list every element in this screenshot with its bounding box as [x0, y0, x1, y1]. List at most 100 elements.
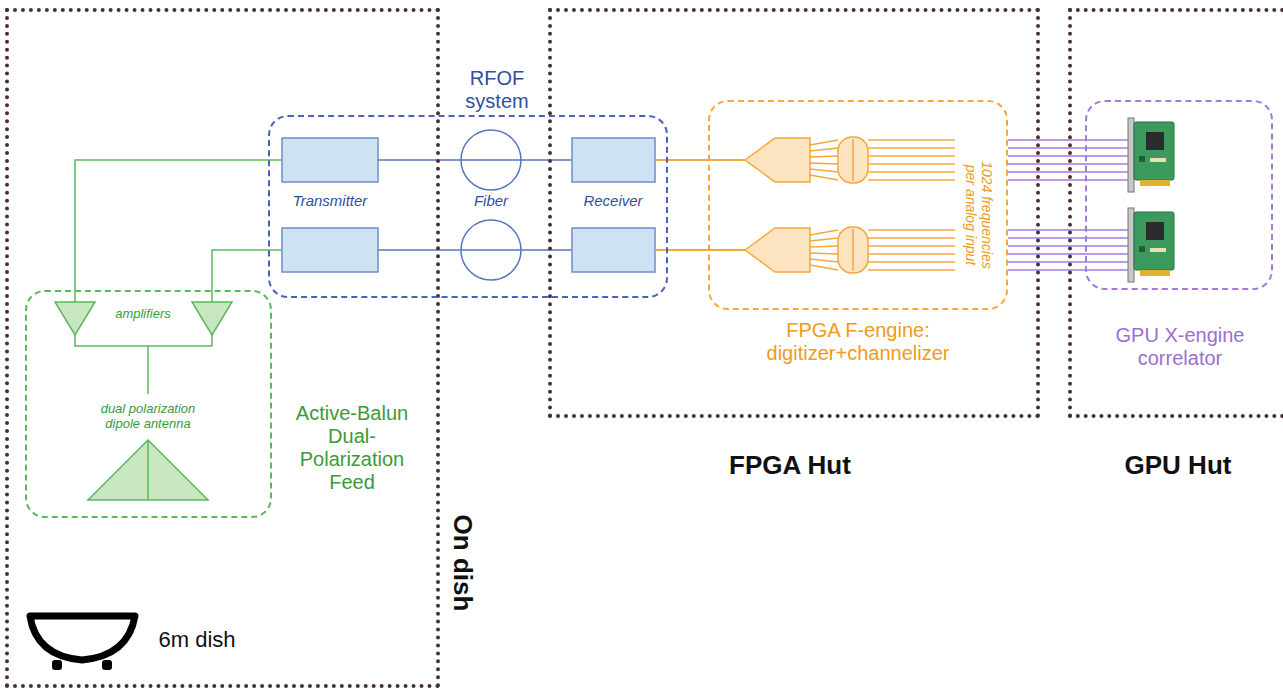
group-heading: On dish	[447, 515, 478, 612]
feed-wire	[147, 346, 149, 394]
channel-line	[810, 246, 838, 247]
component-label: dual polarization dipole antenna	[90, 401, 206, 431]
component-label: amplifiers	[115, 306, 171, 321]
transmitter-box	[282, 138, 378, 272]
gpu-card-icon	[1146, 132, 1164, 150]
region-box: On dishActive-Balun Dual-Polarization Fe…	[5, 8, 440, 688]
gpu-card-icon	[1128, 208, 1134, 282]
gpu-line	[1085, 261, 1134, 263]
channel-line	[868, 261, 955, 263]
digitizer-symbol	[852, 139, 854, 181]
channel-line	[868, 163, 955, 165]
channel-line	[868, 269, 955, 271]
gpu-card-icon	[1134, 212, 1174, 270]
dipole-antenna	[88, 440, 208, 500]
signal-connector	[75, 160, 268, 290]
fiber-line	[461, 220, 521, 280]
gpu-line	[1085, 155, 1134, 157]
digitizer-symbol	[745, 228, 810, 272]
fiber-line	[461, 130, 521, 190]
transmitter-box	[282, 228, 378, 272]
gpu-card-icon	[1128, 118, 1134, 192]
receiver-box	[572, 138, 655, 272]
channel-line	[868, 253, 955, 255]
gpu-line	[1085, 147, 1134, 149]
channel-line	[810, 265, 838, 270]
gpu-line	[1085, 229, 1134, 231]
gpu-card-icon	[1128, 118, 1174, 192]
channel-line	[810, 169, 838, 172]
analog-wire	[655, 160, 745, 250]
feed-wire	[268, 159, 282, 161]
digitizer-symbol	[745, 138, 810, 182]
channel-line	[810, 156, 838, 157]
channel-line	[868, 237, 955, 239]
channel-line	[868, 155, 955, 157]
group-heading: RFOF system	[457, 67, 537, 113]
channel-line	[868, 147, 955, 149]
gpu-lines	[1085, 140, 1134, 270]
channel-line	[810, 175, 838, 180]
receiver-box	[572, 138, 655, 182]
channel-line	[810, 148, 838, 151]
channel-line	[810, 259, 838, 262]
gpu-card-icon	[1150, 248, 1166, 252]
gpu-line	[1085, 269, 1134, 271]
gpu-card-icon	[1150, 158, 1166, 162]
channel-line	[810, 140, 838, 145]
gpu-card-icon	[1139, 156, 1145, 162]
fiber-line	[378, 249, 572, 251]
gpu-line	[1085, 139, 1134, 141]
fiber-line	[378, 130, 572, 280]
feed-wire	[268, 249, 282, 251]
region-box: GPU HutGPU X-engine correlator	[1068, 8, 1283, 418]
gpu-card-icon	[1128, 208, 1174, 282]
group-heading: FPGA Hut	[729, 450, 851, 481]
transmitter-box	[282, 138, 378, 182]
amplifier-symbol	[55, 302, 95, 335]
gpu-card-icon	[1134, 122, 1174, 180]
channel-line	[810, 238, 838, 241]
digitizer-symbol	[838, 227, 868, 273]
xengine-group: GPU X-engine correlator	[1085, 100, 1273, 290]
channel-lines	[810, 140, 955, 270]
dish-label: 6m dish	[158, 627, 235, 653]
channel-line	[868, 179, 955, 181]
digitizer-symbol	[852, 229, 854, 271]
fiber-line	[378, 159, 572, 161]
component-label: Receiver	[583, 192, 642, 209]
dish-icon	[30, 616, 135, 670]
gpu-card-icon	[1140, 270, 1170, 276]
component-label: Transmitter	[293, 192, 368, 209]
feed-wire	[147, 440, 149, 500]
digitizer-symbol	[838, 137, 868, 183]
channel-line	[810, 253, 838, 254]
gpu-line	[1085, 179, 1134, 181]
group-heading: GPU X-engine correlator	[1100, 324, 1260, 370]
dish-icon	[102, 660, 112, 670]
receiver-box	[572, 228, 655, 272]
channel-line	[868, 245, 955, 247]
amplifier-symbol	[192, 302, 232, 335]
gpu-card-icon	[1140, 180, 1170, 186]
feed-wire	[75, 335, 212, 346]
amplifier-symbol	[55, 302, 232, 335]
channel-line	[868, 139, 955, 141]
gpu-line	[1085, 171, 1134, 173]
digitizer-symbol	[745, 137, 868, 273]
group-heading: FPGA F-engine: digitizer+channelizer	[738, 319, 978, 365]
channel-line	[810, 230, 838, 235]
gpu-line	[1085, 245, 1134, 247]
dish-icon	[30, 616, 135, 660]
channel-line	[868, 171, 955, 173]
gpu-line	[1085, 253, 1134, 255]
feed-wire	[75, 160, 282, 500]
channel-line	[868, 229, 955, 231]
channel-line	[810, 163, 838, 164]
signal-connector	[668, 160, 708, 250]
gpu-line	[1085, 163, 1134, 165]
gpu-line	[1085, 237, 1134, 239]
